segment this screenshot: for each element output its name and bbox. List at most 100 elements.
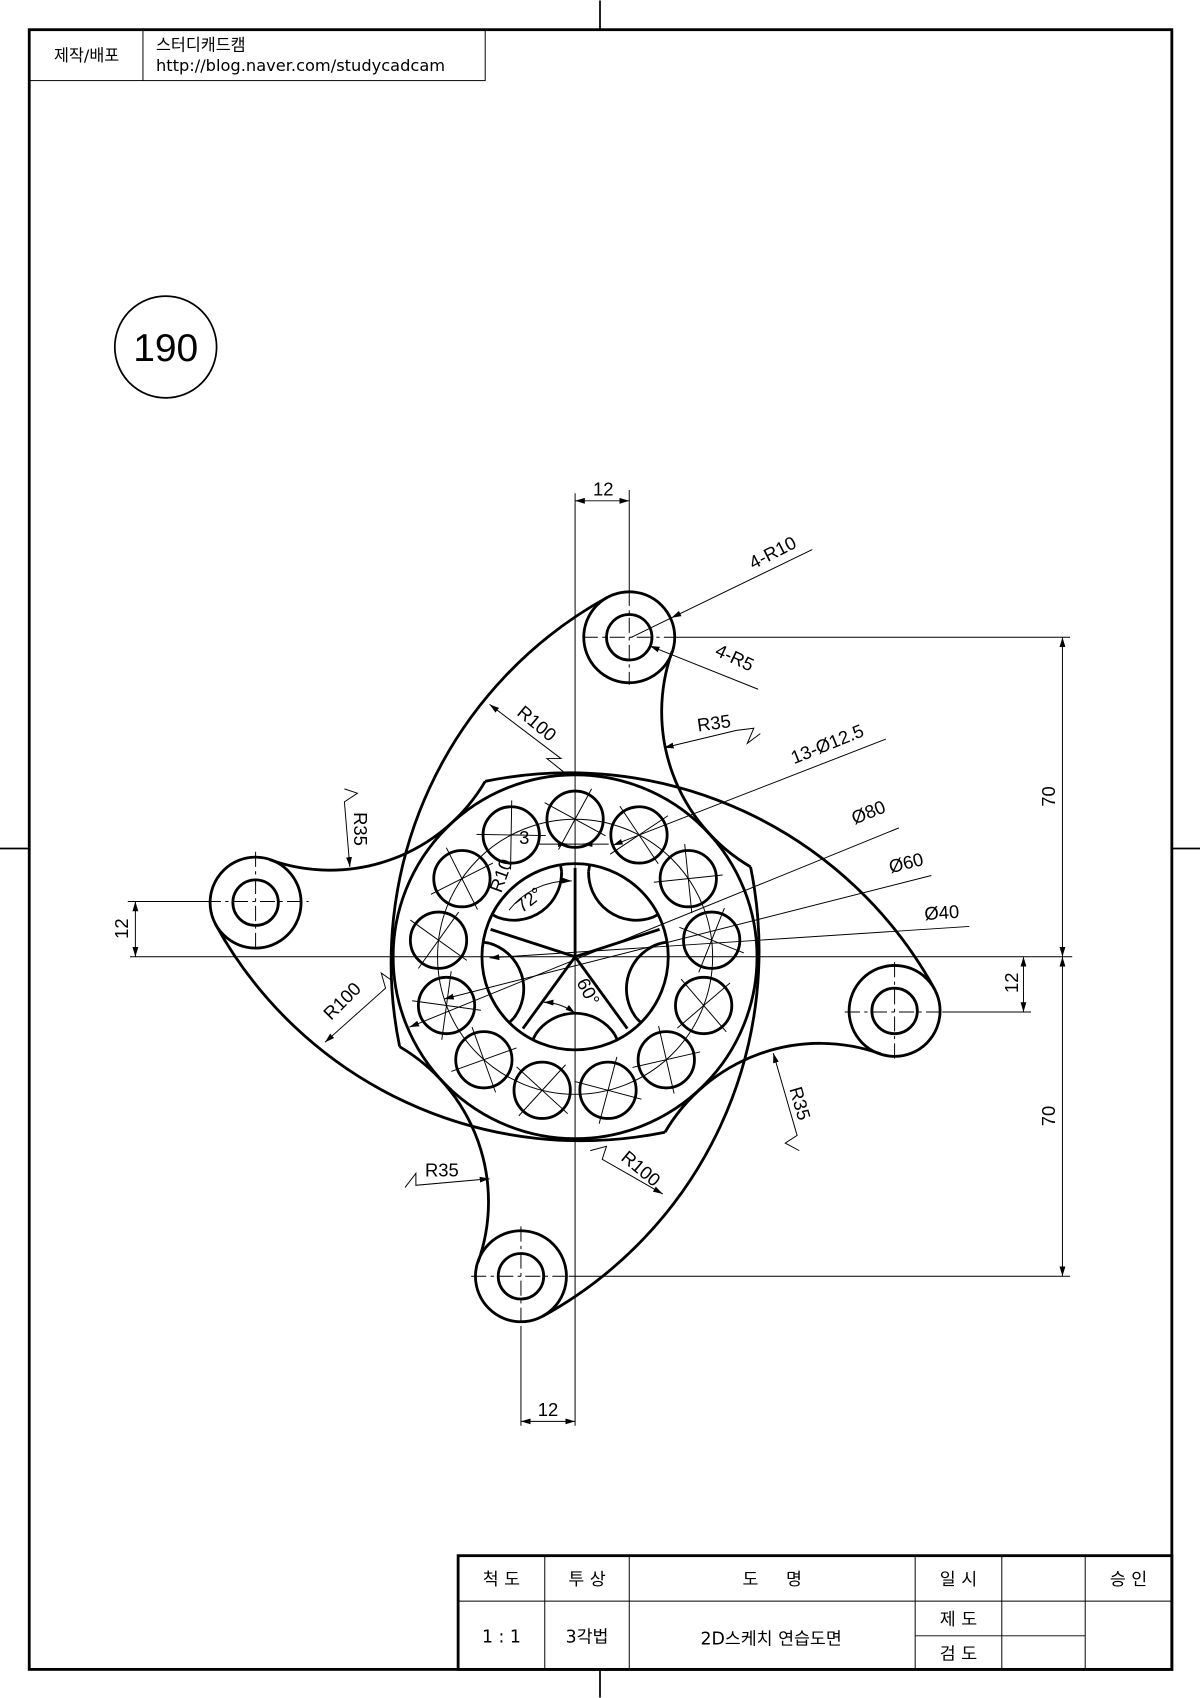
- drawing-number-badge: 190: [113, 295, 218, 399]
- r100-arc: [541, 866, 761, 1318]
- hole-centerline: [574, 1080, 642, 1100]
- hub-cutout-arc: [489, 941, 526, 1019]
- bolt-hole: [416, 975, 477, 1036]
- bolt-hole: [609, 805, 669, 865]
- dim-r35-bottom: R35: [425, 1160, 459, 1181]
- hole-centerline: [677, 982, 731, 1029]
- dim-r35-right: R35: [785, 1084, 814, 1122]
- hub-notch: [508, 1017, 515, 1024]
- date-label: 일 시: [940, 1570, 977, 1590]
- bolt-hole: [545, 789, 605, 849]
- lug-outer-circle: [474, 1229, 568, 1324]
- checked-label: 검 도: [940, 1645, 977, 1665]
- lug-outer-circle: [847, 964, 942, 1058]
- drawing-name: 2D스케치 연습도면: [700, 1629, 841, 1649]
- author-name: 스터디캐드캠: [156, 35, 246, 54]
- drawing-name-label: 도 명: [743, 1570, 802, 1590]
- dim-r35-top: R35: [696, 710, 732, 735]
- dim-lug-r5: 4-R5: [712, 639, 757, 675]
- dim-left-12: 12: [111, 918, 132, 938]
- hole-centerline: [471, 1026, 497, 1093]
- scale-label: 척 도: [483, 1570, 520, 1590]
- lug-hole: [231, 878, 280, 927]
- bolt-hole: [454, 1030, 514, 1090]
- hub-notch: [635, 1017, 642, 1024]
- hub-cutout-arc: [534, 1011, 616, 1035]
- dim-d60: Ø60: [887, 848, 926, 877]
- r35-fillet: [398, 1045, 490, 1263]
- lug-hole: [496, 1252, 546, 1301]
- bolt-hole: [512, 1060, 572, 1120]
- hole-centerline: [430, 862, 494, 895]
- dim-r35-left: R35: [350, 812, 371, 846]
- hub-notch: [587, 864, 592, 872]
- dim-lug-r10: 4-R10: [745, 532, 799, 573]
- dim-r100-left: R100: [319, 978, 365, 1024]
- title-block: 척 도 투 상 도 명 일 시 승 인 1 : 1 3각법 2D스케치 연습도면…: [456, 1554, 1174, 1671]
- outer-circle-d80: [391, 773, 759, 1141]
- hub-cutout-arc: [497, 871, 563, 922]
- hole-centerline: [698, 907, 725, 973]
- dim-slot-3: 3: [519, 827, 529, 848]
- hub-star: [482, 864, 668, 1041]
- lug-outer-circle: [582, 590, 677, 685]
- hub-notch: [559, 864, 563, 872]
- author-box: 제작/배포 스터디캐드캠 http://blog.naver.com/study…: [28, 29, 486, 82]
- scale-value: 1 : 1: [482, 1627, 521, 1647]
- part-outline: [208, 590, 942, 1324]
- hub-spoke: [574, 928, 661, 959]
- bolt-hole: [674, 975, 734, 1036]
- author-label: 제작/배포: [54, 46, 119, 65]
- lug-right: [484, 771, 942, 1133]
- dim-d40: Ø40: [924, 901, 960, 924]
- hub-circle-d40: [480, 862, 670, 1052]
- lug-hole: [870, 986, 919, 1036]
- hub-cutout-arc: [625, 941, 662, 1019]
- lug-left: [208, 780, 666, 1143]
- lug-bottom: [398, 866, 761, 1324]
- dim-70-bottom: 70: [1038, 1106, 1059, 1126]
- hub-spoke: [521, 955, 577, 1030]
- hole-centerline: [684, 844, 693, 914]
- r35-fillet: [663, 1041, 881, 1133]
- projection-label: 투 상: [568, 1570, 605, 1590]
- dim-right-12: 12: [1001, 973, 1022, 993]
- r35-fillet: [660, 650, 752, 869]
- hole-centerline: [417, 911, 460, 969]
- hub-notch: [531, 1033, 538, 1041]
- dim-top-12: 12: [593, 478, 613, 499]
- dim-d80: Ø80: [848, 796, 888, 829]
- bolt-hole: [636, 1030, 696, 1090]
- hub-notch: [491, 913, 499, 919]
- hole-centerline: [544, 802, 606, 837]
- hole-centerline: [476, 833, 546, 837]
- dim-70-top: 70: [1038, 786, 1059, 806]
- bolt-hole: [408, 910, 469, 970]
- hole-centerline: [632, 1051, 701, 1068]
- bolt-hole: [578, 1060, 638, 1120]
- bolt-holes: [408, 788, 745, 1124]
- r100-arc: [214, 923, 666, 1143]
- dim-r100-top: R100: [513, 701, 560, 745]
- hole-centerline: [516, 1066, 569, 1115]
- r100-arc: [389, 595, 609, 1047]
- dim-r100-bottom: R100: [617, 1146, 664, 1190]
- hub-spoke: [490, 928, 576, 959]
- lug-top: [389, 590, 752, 1047]
- hub-cutout-arc: [587, 871, 653, 922]
- bolt-hole: [658, 849, 718, 909]
- hub-notch: [651, 913, 659, 919]
- lug-hole: [605, 613, 654, 662]
- bolt-hole: [432, 849, 492, 909]
- dim-holes: 13-Ø12.5: [788, 720, 867, 768]
- lug-outer-circle: [208, 855, 303, 950]
- drawing-number: 190: [133, 327, 198, 370]
- dim-angle-60: 60°: [573, 974, 605, 1008]
- author-url[interactable]: http://blog.naver.com/studycadcam: [156, 56, 445, 75]
- dim-bottom-12: 12: [538, 1399, 558, 1420]
- r35-fillet: [269, 780, 487, 872]
- hub-notch: [482, 940, 490, 945]
- r100-arc: [484, 771, 936, 990]
